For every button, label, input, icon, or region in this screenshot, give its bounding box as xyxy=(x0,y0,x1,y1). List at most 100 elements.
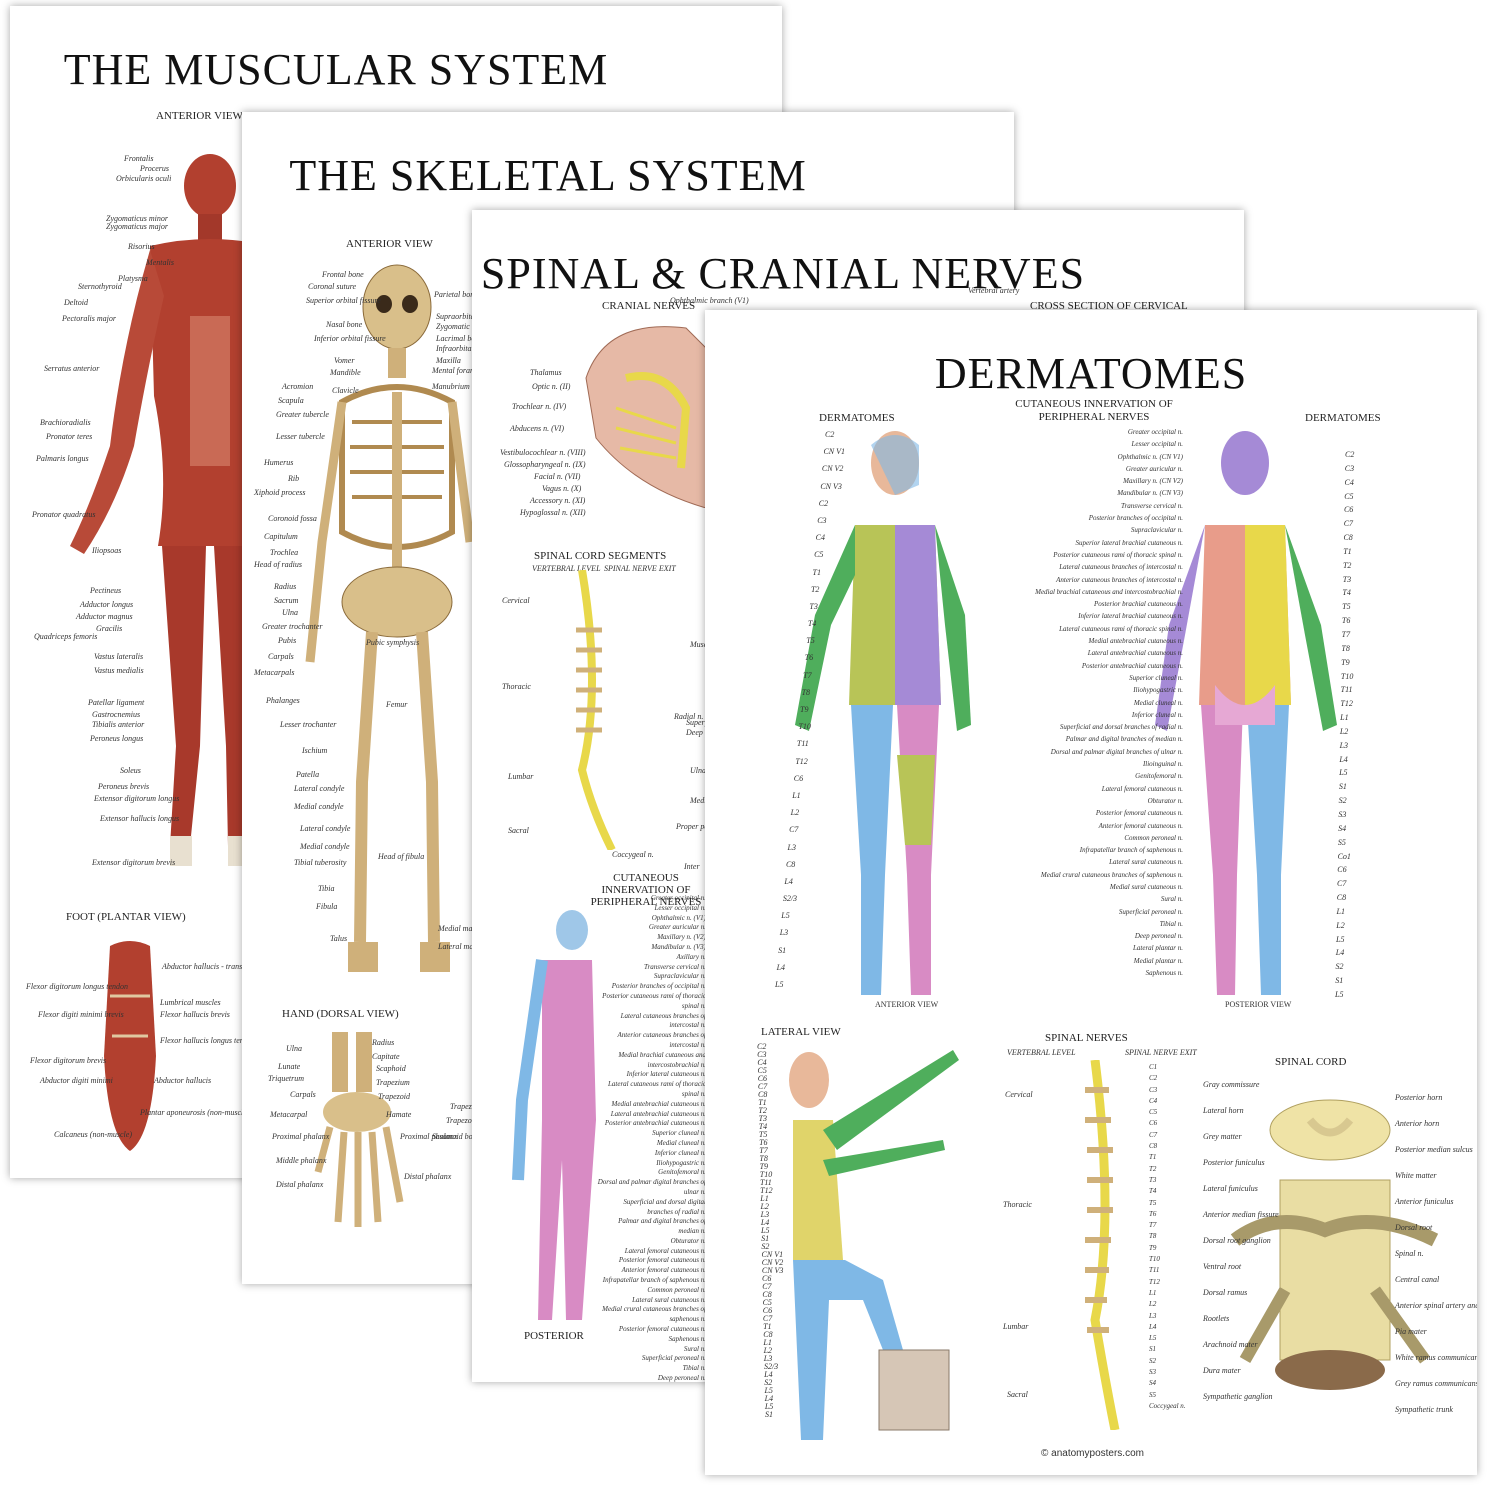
nerve-label: Ulna xyxy=(690,766,706,775)
dermatome-level-label: L5 xyxy=(764,1402,774,1411)
cutaneous-nerve-label: Dorsal and palmar digital branches of ul… xyxy=(1050,747,1183,756)
nerve-label: Thalamus xyxy=(530,368,562,377)
lateral-dermatome-figure xyxy=(789,1050,959,1440)
cutaneous-nerve-label: Supraclavicular n. xyxy=(1130,526,1183,535)
dermatome-level-label: C6 xyxy=(762,1306,773,1315)
dermatome-level-label: C4 xyxy=(1344,477,1354,487)
bone-label: Metacarpal xyxy=(270,1110,308,1119)
dermatome-level-label: C8 xyxy=(763,1330,773,1339)
bone-label: Xiphoid process xyxy=(254,488,306,497)
muscle-label: Pronator quadratus xyxy=(32,510,96,519)
bone-label: Supraorbital xyxy=(436,312,477,321)
bone-label: Acromion xyxy=(282,382,314,391)
cutaneous-list: Greater occipital n.Lesser occipital n.O… xyxy=(596,894,706,1382)
poster-title: THE MUSCULAR SYSTEM xyxy=(63,45,609,94)
dermatome-level-label: S3 xyxy=(1338,810,1347,819)
spinal-cord-label: Posterior horn xyxy=(1395,1093,1443,1102)
dermatome-level-label: S1 xyxy=(778,945,787,955)
cutaneous-nerve-label: Lesser occipital n. xyxy=(654,903,706,912)
dermatome-level-label: C4 xyxy=(757,1058,767,1067)
dermatome-level-label: C2 xyxy=(825,430,835,439)
cutaneous-nerve-label: Ophthalmic n. (V1) xyxy=(651,913,706,922)
dermatome-level-label: T12 xyxy=(795,756,808,766)
spinal-nerve-exit-label: L5 xyxy=(1149,1334,1157,1343)
bone-label: Middle phalanx xyxy=(276,1156,327,1165)
dermatome-level-label: T1 xyxy=(812,567,821,577)
bone-label: Superior orbital fissure xyxy=(306,296,381,305)
nerve-label: Vagus n. (X) xyxy=(542,484,582,493)
bone-label: Maxilla xyxy=(436,356,461,365)
spinal-cord-label: White matter xyxy=(1395,1171,1437,1180)
bone-label: Trochlea xyxy=(270,548,299,557)
dermatome-level-label: CN V3 xyxy=(761,1266,784,1275)
dermatome-level-label: T2 xyxy=(810,584,820,594)
cutaneous-nerve-label: Lesser occipital n. xyxy=(1131,440,1183,449)
spinal-nerve-exit-label: L1 xyxy=(1149,1288,1157,1297)
cutaneous-nerve-label: Posterior branches of occipital n. xyxy=(611,982,706,991)
cutaneous-nerve-label: Superior lateral brachial cutaneous n. xyxy=(1075,538,1183,547)
nerve-label: Accessory n. (XI) xyxy=(530,496,586,505)
dermatome-level-label: T11 xyxy=(759,1178,772,1187)
cutaneous-nerve-label: Transverse cervical n. xyxy=(643,962,706,971)
dermatome-level-label: T7 xyxy=(1341,630,1351,639)
dermatome-level-label: C3 xyxy=(757,1050,767,1059)
muscle-label: Extensor hallucis longus xyxy=(100,814,180,823)
muscle-label: Flexor hallucis longus tendon xyxy=(160,1036,256,1045)
bone-label: Lacrimal bo xyxy=(436,334,476,343)
cutaneous-nerve-label: Medial plantar n. xyxy=(1133,956,1183,965)
dermatome-level-label: T9 xyxy=(800,705,809,714)
bone-label: Radius xyxy=(372,1038,395,1047)
muscle-label: Gastrocnemius xyxy=(92,710,141,719)
dermatome-level-label: Co1 xyxy=(1337,851,1351,861)
bone-label: Phalanges xyxy=(266,696,300,705)
muscle-label: Frontalis xyxy=(124,154,154,163)
cutaneous-nerve-label: Medial sural cutaneous n. xyxy=(1109,882,1183,891)
bone-label: Zygomatic bo xyxy=(436,322,480,331)
bone-label: Metacarpals xyxy=(254,668,295,677)
dermatome-level-label: C8 xyxy=(1336,893,1347,903)
dermatome-level-label: L5 xyxy=(764,1386,773,1395)
cutaneous-nerve-label: Common peroneal n. xyxy=(1124,833,1183,842)
region-label: Thoracic xyxy=(502,682,531,691)
region-label: Cervical xyxy=(1005,1090,1033,1099)
muscle-label: Extensor digitorum longus xyxy=(94,794,180,803)
region-label: Lumbar xyxy=(508,772,534,781)
muscle-label: Palmaris longus xyxy=(36,454,89,463)
col-header: VERTEBRAL LEVEL xyxy=(1007,1048,1076,1057)
cutaneous-nerve-label: Mandibular n. (V3) xyxy=(651,942,706,951)
dermatome-level-label: L4 xyxy=(764,1370,773,1379)
dermatome-level-label: C7 xyxy=(762,1314,773,1323)
bone-label: Greater tubercle xyxy=(276,410,329,419)
dermatome-level-label: CN V2 xyxy=(761,1258,784,1267)
bone-label: Capitulum xyxy=(264,532,298,541)
dermatome-level-label: C8 xyxy=(762,1290,772,1299)
spinal-nerve-exit-label: T4 xyxy=(1149,1187,1157,1196)
bone-label: Radius xyxy=(274,582,297,591)
nerve-label: Medi xyxy=(690,796,707,805)
bone-label: Distal phalanx xyxy=(404,1172,452,1181)
spinal-nerve-exit-label: C1 xyxy=(1149,1063,1158,1071)
cutaneous-nerve-label: Medial brachial cutaneous and intercosto… xyxy=(1035,587,1183,596)
dermatome-level-label: C6 xyxy=(757,1074,768,1083)
foot-plantar-figure xyxy=(104,941,156,1151)
dermatome-level-label: C5 xyxy=(1344,491,1354,501)
dermatome-level-label: C7 xyxy=(762,1282,772,1291)
cutaneous-nerve-label: Axillary n. xyxy=(676,952,706,961)
dermatome-level-label: T6 xyxy=(804,653,814,663)
posterior-dermatome-figure xyxy=(512,910,596,1320)
cutaneous-nerve-label: Palmar and digital branches of median n. xyxy=(618,1217,706,1236)
cutaneous-nerve-label: Saphenous n. xyxy=(668,1334,706,1343)
muscle-label: Peroneus longus xyxy=(90,734,144,743)
muscle-label: Adductor magnus xyxy=(76,612,133,621)
cutaneous-nerve-label: Posterior antebrachial cutaneous n. xyxy=(604,1119,706,1128)
dermatome-level-label: T9 xyxy=(1341,657,1350,667)
dermatome-level-label: L1 xyxy=(792,790,801,800)
spinal-nerve-exit-label: T11 xyxy=(1149,1266,1160,1275)
section-label: SPINAL CORD SEGMENTS xyxy=(534,550,667,562)
bone-label: Frontal bone xyxy=(322,270,364,279)
spinal-nerve-exit-label: L2 xyxy=(1149,1300,1157,1309)
dermatome-level-label: C6 xyxy=(1343,505,1354,515)
nerve-label: Musculo xyxy=(690,640,718,649)
bone-label: Greater trochanter xyxy=(262,622,323,631)
muscle-label: Vastus lateralis xyxy=(94,652,144,661)
